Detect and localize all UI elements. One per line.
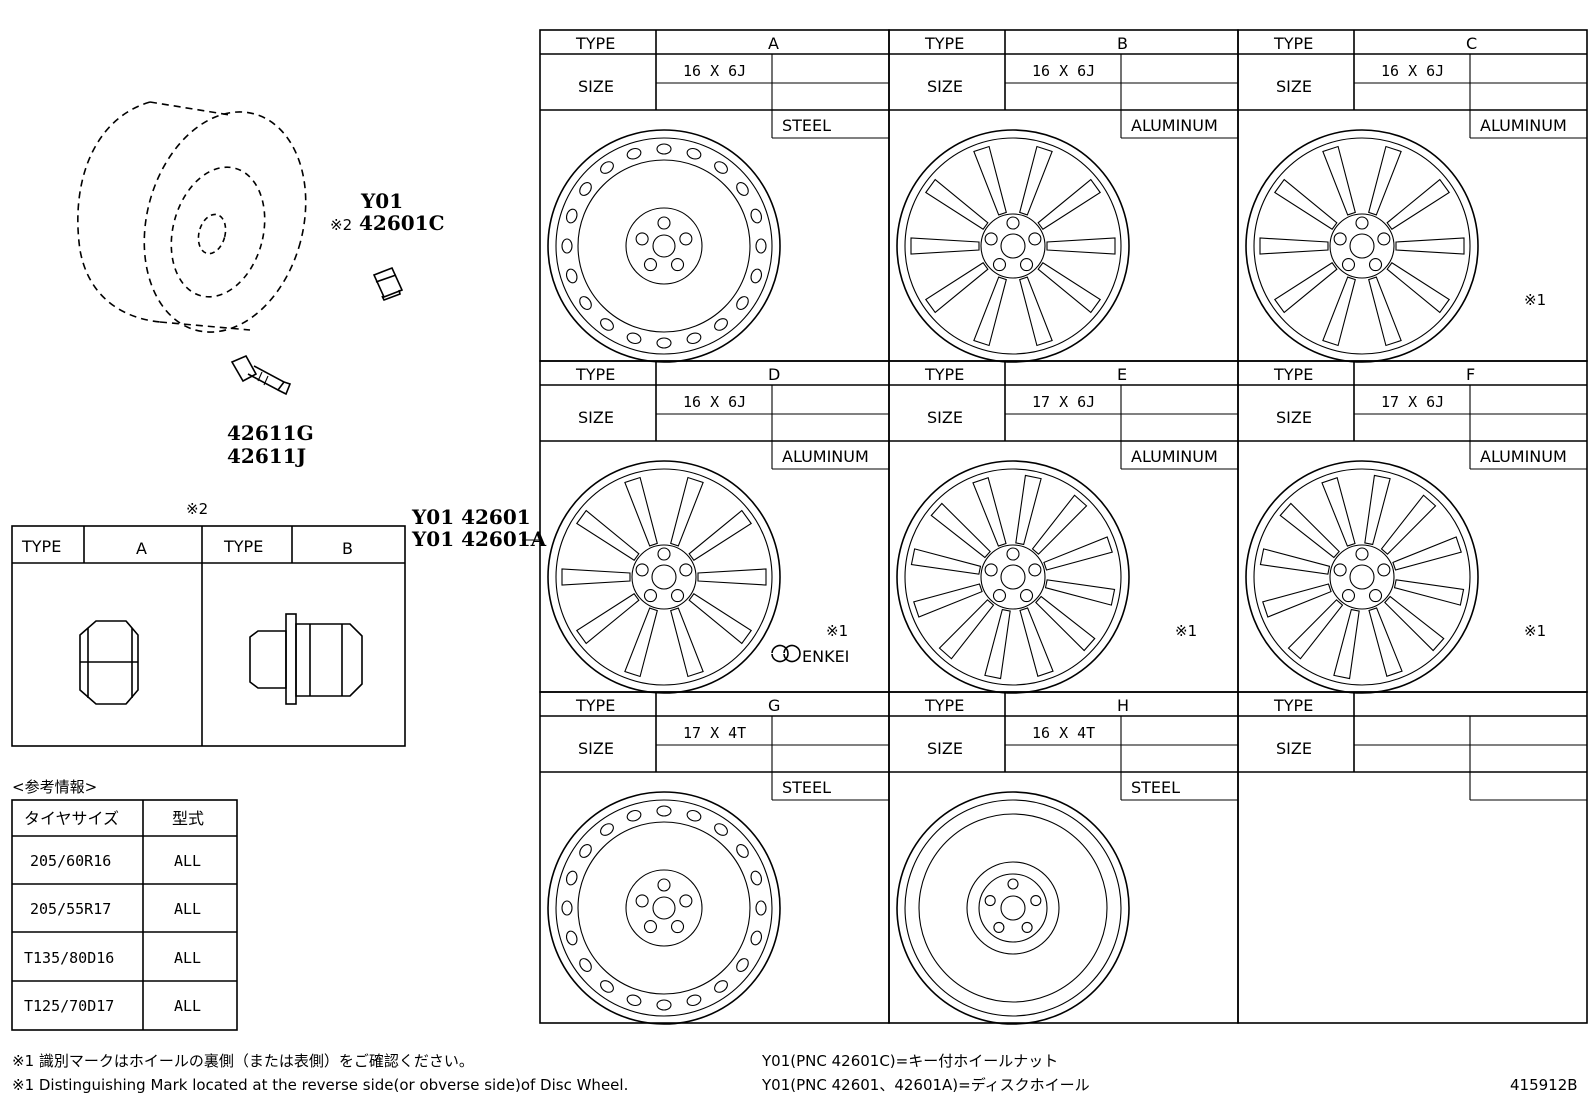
wheel-type-label: TYPE [924, 34, 964, 53]
ref-row-4-size: T125/70D17 [24, 997, 114, 1015]
wheel-size-value: 17 X 6J [1381, 393, 1444, 411]
wheel-type-value: G [768, 696, 780, 715]
pnc-note-1: Y01(PNC 42601C)=キー付ホイールナット [761, 1052, 1058, 1070]
valve-stem-part [230, 354, 292, 396]
ref-header-model: 型式 [172, 809, 204, 828]
wheel-cell-g: TYPE G SIZE 17 X 4T STEEL [539, 691, 890, 1025]
wheel-type-grid: TYPE A SIZE 16 X 6J STEEL TYPE B SIZE 16 X 6J ALU… [539, 29, 1588, 1025]
wheel-size-label: SIZE [1276, 77, 1312, 96]
valve-part-number-1: 42611G [227, 421, 314, 445]
wheel-material-value: ALUMINUM [1131, 447, 1218, 466]
wheel-size-label: SIZE [578, 739, 614, 758]
wheel-size-value: 17 X 4T [683, 724, 746, 742]
ref-row-3-model: ALL [174, 949, 201, 967]
nut-col-b-type: TYPE [223, 537, 263, 556]
valve-part-number-2: 42611J [227, 444, 306, 468]
wheel-cell-c: TYPE C SIZE 16 X 6J ALUMINUM ※1 [1237, 29, 1588, 363]
wheel-size-value: 16 X 6J [683, 393, 746, 411]
enkei-logo-icon [771, 644, 801, 663]
wheel-cell-b: TYPE B SIZE 16 X 6J ALUMINUM [888, 29, 1239, 363]
wheel-material-value: STEEL [1131, 778, 1180, 797]
wheel-material-value: ALUMINUM [782, 447, 869, 466]
ref-header-tire-size: タイヤサイズ [24, 809, 119, 828]
nut-ref-label: ※2 [330, 216, 352, 234]
ref-row-4-model: ALL [174, 997, 201, 1015]
ref-row-1-size: 205/60R16 [30, 852, 111, 870]
nut-code-label: Y01 [360, 189, 403, 213]
wheel-cell-f: TYPE F SIZE 17 X 6J ALUMINUM ※1 [1237, 360, 1588, 694]
ref-row-2-size: 205/55R17 [30, 900, 111, 918]
wheel-part-number-1: Y01 42601 [411, 505, 531, 529]
wheel-size-label: SIZE [927, 408, 963, 427]
wheel-size-value: 16 X 6J [1381, 62, 1444, 80]
wheel-cell-e: TYPE E SIZE 17 X 6J ALUMINUM ※1 [888, 360, 1239, 694]
nut-col-b-value: B [342, 539, 353, 558]
wheel-size-label: SIZE [1276, 408, 1312, 427]
ref-row-2-model: ALL [174, 900, 201, 918]
wheel-size-value: 16 X 6J [683, 62, 746, 80]
brand-name: ENKEI [802, 647, 849, 666]
wheel-size-label: SIZE [578, 408, 614, 427]
wheel-size-value: 17 X 6J [1032, 393, 1095, 411]
wheel-type-label: TYPE [924, 696, 964, 715]
pnc-note-2: Y01(PNC 42601、42601A)=ディスクホイール [761, 1076, 1090, 1094]
ref-info-table [11, 799, 238, 1031]
wheel-type-label: TYPE [1273, 34, 1313, 53]
nut-a-drawing [79, 620, 139, 705]
wheel-type-value: E [1117, 365, 1127, 384]
wheel-size-value: 16 X 6J [1032, 62, 1095, 80]
nut-part-number: 42601C [359, 211, 445, 235]
wheel-size-value: 16 X 4T [1032, 724, 1095, 742]
ref-row-1-model: ALL [174, 852, 201, 870]
wheel-cell-h: TYPE H SIZE 16 X 4T STEEL [888, 691, 1239, 1025]
distinguishing-mark-ref: ※1 [1175, 622, 1197, 640]
wheel-part-number-2: Y01 42601A [411, 527, 547, 551]
footnote-en: ※1 Distinguishing Mark located at the re… [12, 1076, 628, 1094]
distinguishing-mark-ref: ※1 [826, 622, 848, 640]
wheel-type-label: TYPE [1273, 696, 1313, 715]
wheel-type-label: TYPE [575, 34, 615, 53]
distinguishing-mark-ref: ※1 [1524, 622, 1546, 640]
wheel-material-value: STEEL [782, 778, 831, 797]
tire-drawing [77, 101, 307, 333]
footnote-jp: ※1 識別マークはホイールの裏側（または表側）をご確認ください。 [12, 1052, 474, 1070]
lug-nut-part [372, 266, 404, 302]
distinguishing-mark-ref: ※1 [1524, 291, 1546, 309]
wheel-type-value: C [1466, 34, 1477, 53]
nut-col-a-type: TYPE [21, 537, 61, 556]
wheel-material-value: ALUMINUM [1131, 116, 1218, 135]
nut-table-title: ※2 [186, 500, 208, 518]
wheel-type-value: F [1466, 365, 1475, 384]
wheel-material-value: STEEL [782, 116, 831, 135]
wheel-size-label: SIZE [578, 77, 614, 96]
nut-type-table [11, 525, 406, 747]
figure-id: 415912B [1510, 1076, 1578, 1094]
wheel-type-value: H [1117, 696, 1129, 715]
wheel-material-value: ALUMINUM [1480, 116, 1567, 135]
ref-row-3-size: T135/80D16 [24, 949, 114, 967]
wheel-type-value: B [1117, 34, 1128, 53]
ref-info-title: <参考情報> [12, 778, 97, 796]
wheel-type-label: TYPE [575, 696, 615, 715]
nut-b-drawing [249, 613, 363, 705]
wheel-type-value: D [768, 365, 780, 384]
wheel-cell-a: TYPE A SIZE 16 X 6J STEEL [539, 29, 890, 363]
wheel-type-label: TYPE [575, 365, 615, 384]
wheel-size-label: SIZE [1276, 739, 1312, 758]
wheel-type-value: A [768, 34, 779, 53]
wheel-size-label: SIZE [927, 739, 963, 758]
wheel-size-label: SIZE [927, 77, 963, 96]
wheel-type-label: TYPE [1273, 365, 1313, 384]
wheel-material-value: ALUMINUM [1480, 447, 1567, 466]
wheel-cell-blank: TYPE SIZE [1237, 691, 1588, 1024]
wheel-type-label: TYPE [924, 365, 964, 384]
nut-col-a-value: A [136, 539, 147, 558]
